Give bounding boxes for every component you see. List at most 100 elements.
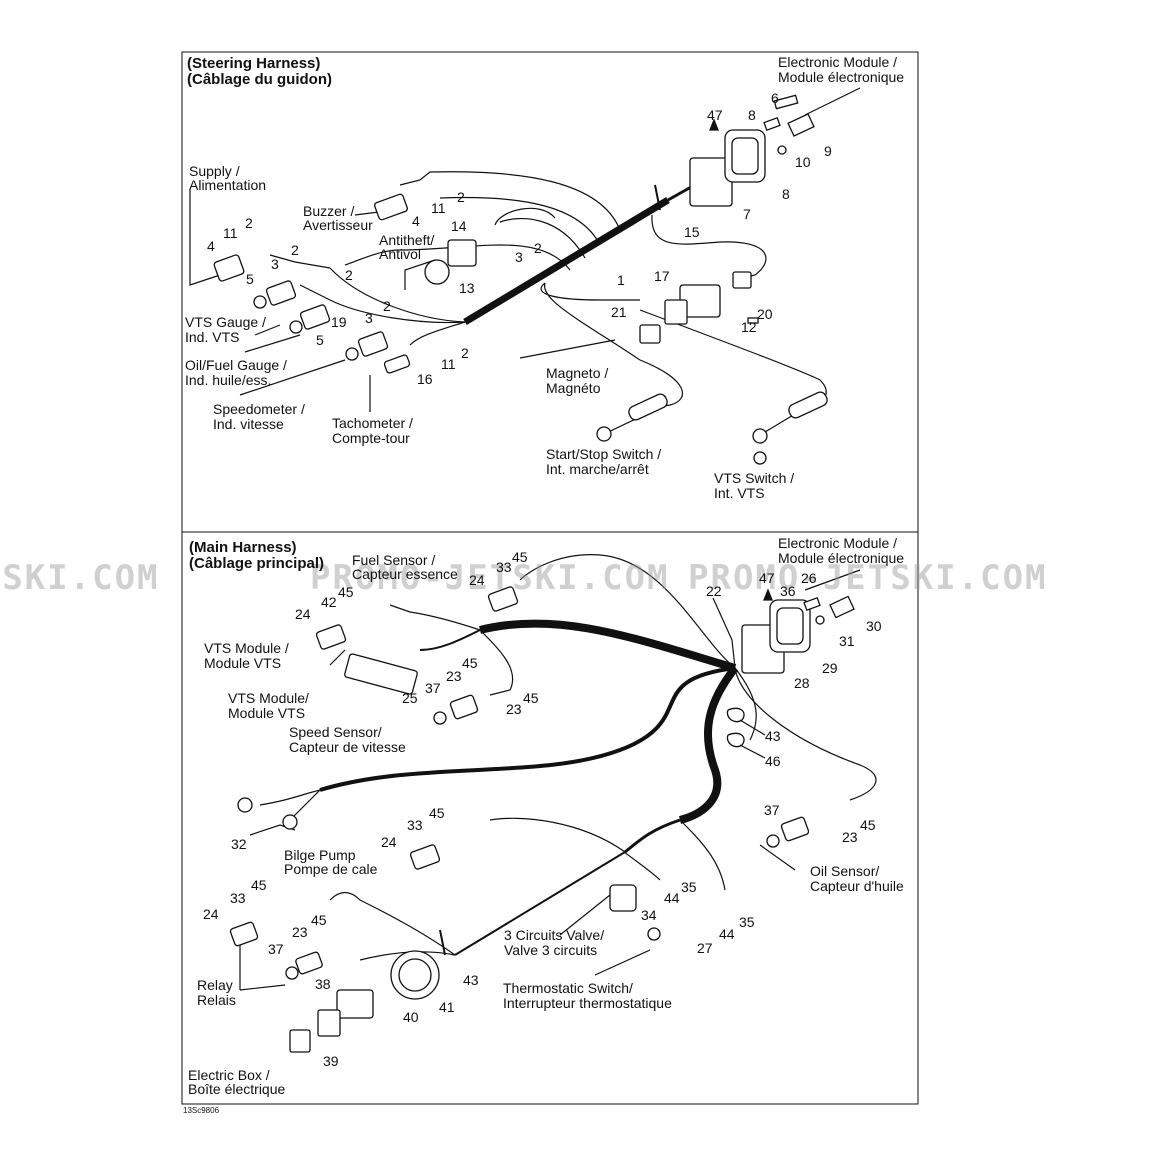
callout: 9	[824, 143, 832, 159]
callout: 35	[739, 914, 755, 930]
callout: 24	[295, 606, 311, 622]
label-speed-sensor-1: Speed Sensor/	[289, 724, 382, 740]
callout: 45	[311, 912, 327, 928]
callout: 45	[860, 817, 876, 833]
callout: 45	[462, 655, 478, 671]
callout: 4	[207, 238, 215, 254]
steering-label-electronic-module-2: Module électronique	[778, 69, 905, 85]
label-speedometer-2: Ind. vitesse	[213, 416, 284, 432]
label-bilge-pump-2: Pompe de cale	[284, 861, 378, 877]
callout: 5	[316, 332, 324, 348]
callout: 23	[506, 701, 522, 717]
callout: 11	[431, 200, 446, 216]
label-bilge-pump-1: Bilge Pump	[284, 847, 356, 863]
label-fuel-sensor-1: Fuel Sensor /	[352, 552, 436, 568]
callout: 2	[245, 215, 253, 231]
label-thermostatic-1: Thermostatic Switch/	[503, 980, 633, 996]
callout: 23	[446, 668, 462, 684]
callout: 45	[251, 877, 267, 893]
steering-title-en: (Steering Harness)	[187, 55, 321, 72]
callout: 30	[866, 618, 882, 634]
figure-code: 13Sc9806	[183, 1106, 220, 1115]
callout: 36	[780, 583, 796, 599]
callout: 44	[664, 890, 680, 906]
callout: 10	[795, 154, 811, 170]
callout: 40	[403, 1009, 419, 1025]
callout: 32	[231, 836, 247, 852]
steering-trunk	[463, 197, 670, 325]
label-speedometer-1: Speedometer /	[213, 401, 305, 417]
callout: 8	[748, 107, 756, 123]
label-magneto-1: Magneto /	[546, 365, 609, 381]
main-trunk-mid	[319, 666, 736, 792]
callout: 19	[331, 314, 347, 330]
label-vts-module-2b: Module VTS	[228, 705, 306, 721]
callout: 24	[203, 906, 219, 922]
label-oil-fuel-gauge-1: Oil/Fuel Gauge /	[185, 357, 287, 373]
watermark-center: PROMO-JETSKI.COM	[310, 558, 670, 598]
callout: 27	[697, 940, 713, 956]
main-title-fr: (Câblage principal)	[189, 555, 325, 572]
callout: 11	[441, 356, 456, 372]
callout: 17	[654, 268, 670, 284]
callout: 5	[246, 271, 254, 287]
callout: 45	[512, 549, 528, 565]
callout: 7	[743, 206, 751, 222]
watermark-right: PROMO-JETSKI.COM	[688, 558, 1048, 598]
callout: 34	[641, 907, 657, 923]
callout: 33	[407, 817, 423, 833]
callout: 20	[757, 306, 773, 322]
label-magneto-2: Magnéto	[546, 380, 601, 396]
callout: 33	[230, 890, 246, 906]
label-buzzer-2: Avertisseur	[303, 217, 373, 233]
main-label-electronic-module-2: Module électronique	[778, 550, 905, 566]
callout: 2	[461, 345, 469, 361]
callout: 4	[412, 213, 420, 229]
callout: 2	[383, 298, 391, 314]
label-oil-fuel-gauge-2: Ind. huile/ess.	[185, 372, 272, 388]
callout: 37	[764, 802, 780, 818]
callout: 45	[429, 805, 445, 821]
callout: 46	[765, 753, 781, 769]
callout: 21	[611, 304, 627, 320]
callout: 22	[706, 583, 722, 599]
label-speed-sensor-2: Capteur de vitesse	[289, 739, 406, 755]
steering-title-fr: (Câblage du guidon)	[187, 71, 332, 88]
label-antitheft-1: Antitheft/	[379, 232, 435, 248]
callout: 47	[707, 107, 723, 123]
callout: 6	[771, 90, 779, 106]
label-supply-1: Supply /	[189, 163, 240, 179]
callout: 37	[425, 680, 441, 696]
label-oil-sensor-2: Capteur d'huile	[810, 878, 904, 894]
callout: 1	[617, 272, 625, 288]
main-trunk-lower	[678, 665, 739, 824]
label-relay-1: Relay	[197, 977, 233, 993]
steering-label-electronic-module-1: Electronic Module /	[778, 54, 898, 70]
callout: 3	[365, 310, 373, 326]
callout: 38	[315, 976, 331, 992]
main-trunk-upper	[479, 619, 737, 672]
label-start-stop-2: Int. marche/arrêt	[546, 461, 649, 477]
label-vts-gauge-2: Ind. VTS	[185, 329, 240, 345]
callout: 47	[759, 570, 775, 586]
label-relay-2: Relais	[197, 992, 236, 1008]
label-tachometer-1: Tachometer /	[332, 415, 413, 431]
label-vts-switch-2: Int. VTS	[714, 485, 765, 501]
callout: 41	[439, 999, 455, 1015]
callout: 42	[321, 594, 337, 610]
callout: 2	[291, 242, 299, 258]
callout: 43	[765, 728, 781, 744]
label-start-stop-1: Start/Stop Switch /	[546, 446, 662, 462]
callout: 43	[463, 972, 479, 988]
callout: 29	[822, 660, 838, 676]
label-thermostatic-2: Interrupteur thermostatique	[503, 995, 672, 1011]
callout: 35	[681, 879, 697, 895]
label-vts-gauge-1: VTS Gauge /	[185, 314, 266, 330]
label-oil-sensor-1: Oil Sensor/	[810, 863, 880, 879]
label-supply-2: Alimentation	[189, 177, 267, 193]
label-tachometer-2: Compte-tour	[332, 430, 410, 446]
label-vts-switch-1: VTS Switch /	[714, 470, 795, 486]
callout: 14	[451, 218, 467, 234]
callout: 15	[684, 224, 700, 240]
callout: 33	[496, 559, 512, 575]
